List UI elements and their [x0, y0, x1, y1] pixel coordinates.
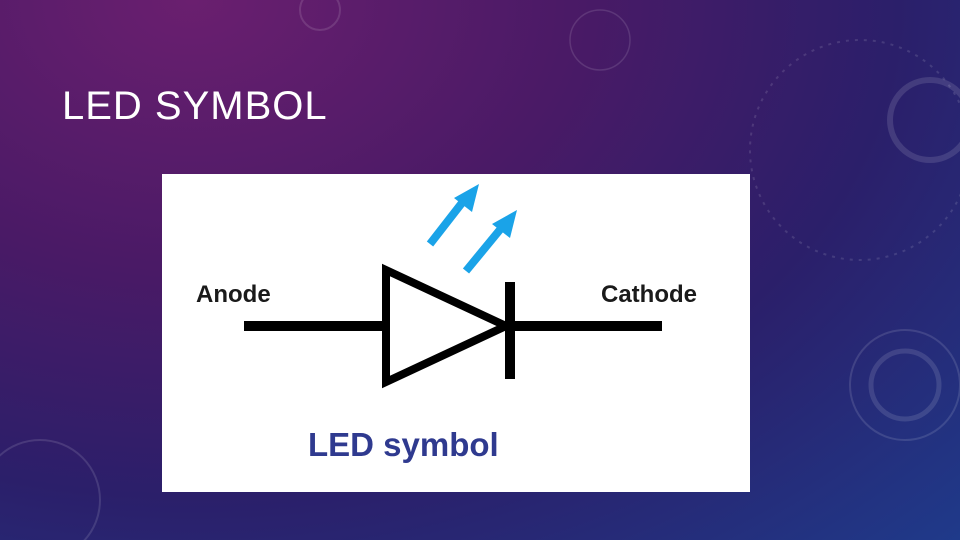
led-symbol-diagram — [244, 184, 662, 389]
led-diagram-panel: Anode Cathode LED symbol — [162, 174, 750, 492]
anode-label: Anode — [196, 281, 271, 308]
light-arrow-1 — [426, 196, 469, 247]
light-arrows — [426, 184, 517, 274]
light-arrow-1-head — [454, 184, 479, 212]
diagram-caption: LED symbol — [308, 426, 499, 463]
cathode-label: Cathode — [601, 281, 697, 308]
light-arrow-2-head — [492, 210, 517, 238]
slide-title: LED SYMBOL — [62, 84, 328, 128]
light-arrow-2 — [462, 223, 507, 274]
diode-triangle — [382, 263, 516, 389]
